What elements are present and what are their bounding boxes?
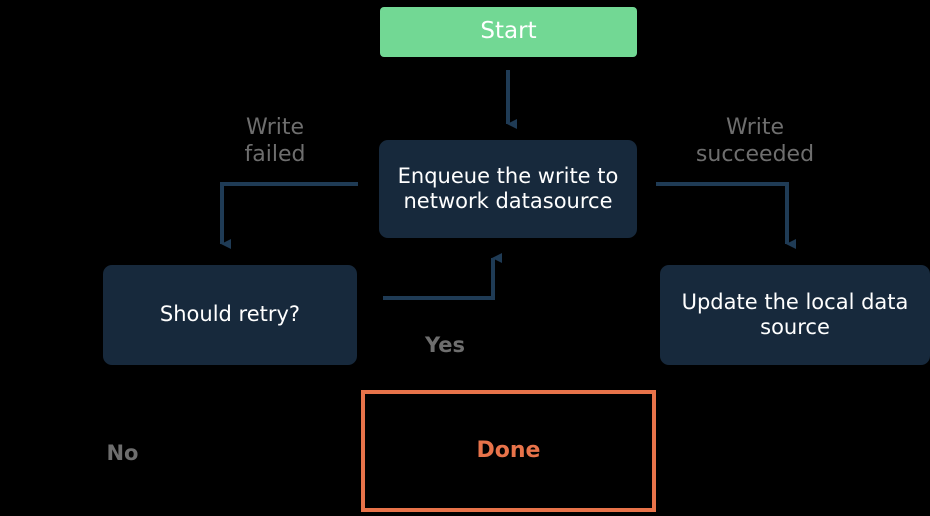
node-start-label: Start [480,18,537,45]
node-update-local-data-source[interactable]: Update the local data source [660,265,930,365]
node-should-retry[interactable]: Should retry? [103,265,357,365]
node-enqueue-write-label: Enqueue the write to network datasource [397,163,619,213]
node-done-label: Done [476,437,541,463]
node-update-local-data-source-label: Update the local data source [681,289,909,339]
node-enqueue-write[interactable]: Enqueue the write to network datasource [379,140,637,238]
edge-label-no: No [106,441,139,465]
edge-label-write-failed: Write failed [244,115,306,167]
node-done[interactable]: Done [361,390,656,512]
edge-enqueue-to-update-local [656,182,796,249]
edge-enqueue-to-should-retry [220,182,358,249]
node-start[interactable]: Start [380,7,637,57]
edge-label-write-succeeded: Write succeeded [695,115,815,167]
edge-should-retry-to-enqueue [383,253,502,300]
edge-label-yes: Yes [424,333,466,357]
node-should-retry-label: Should retry? [159,302,301,327]
